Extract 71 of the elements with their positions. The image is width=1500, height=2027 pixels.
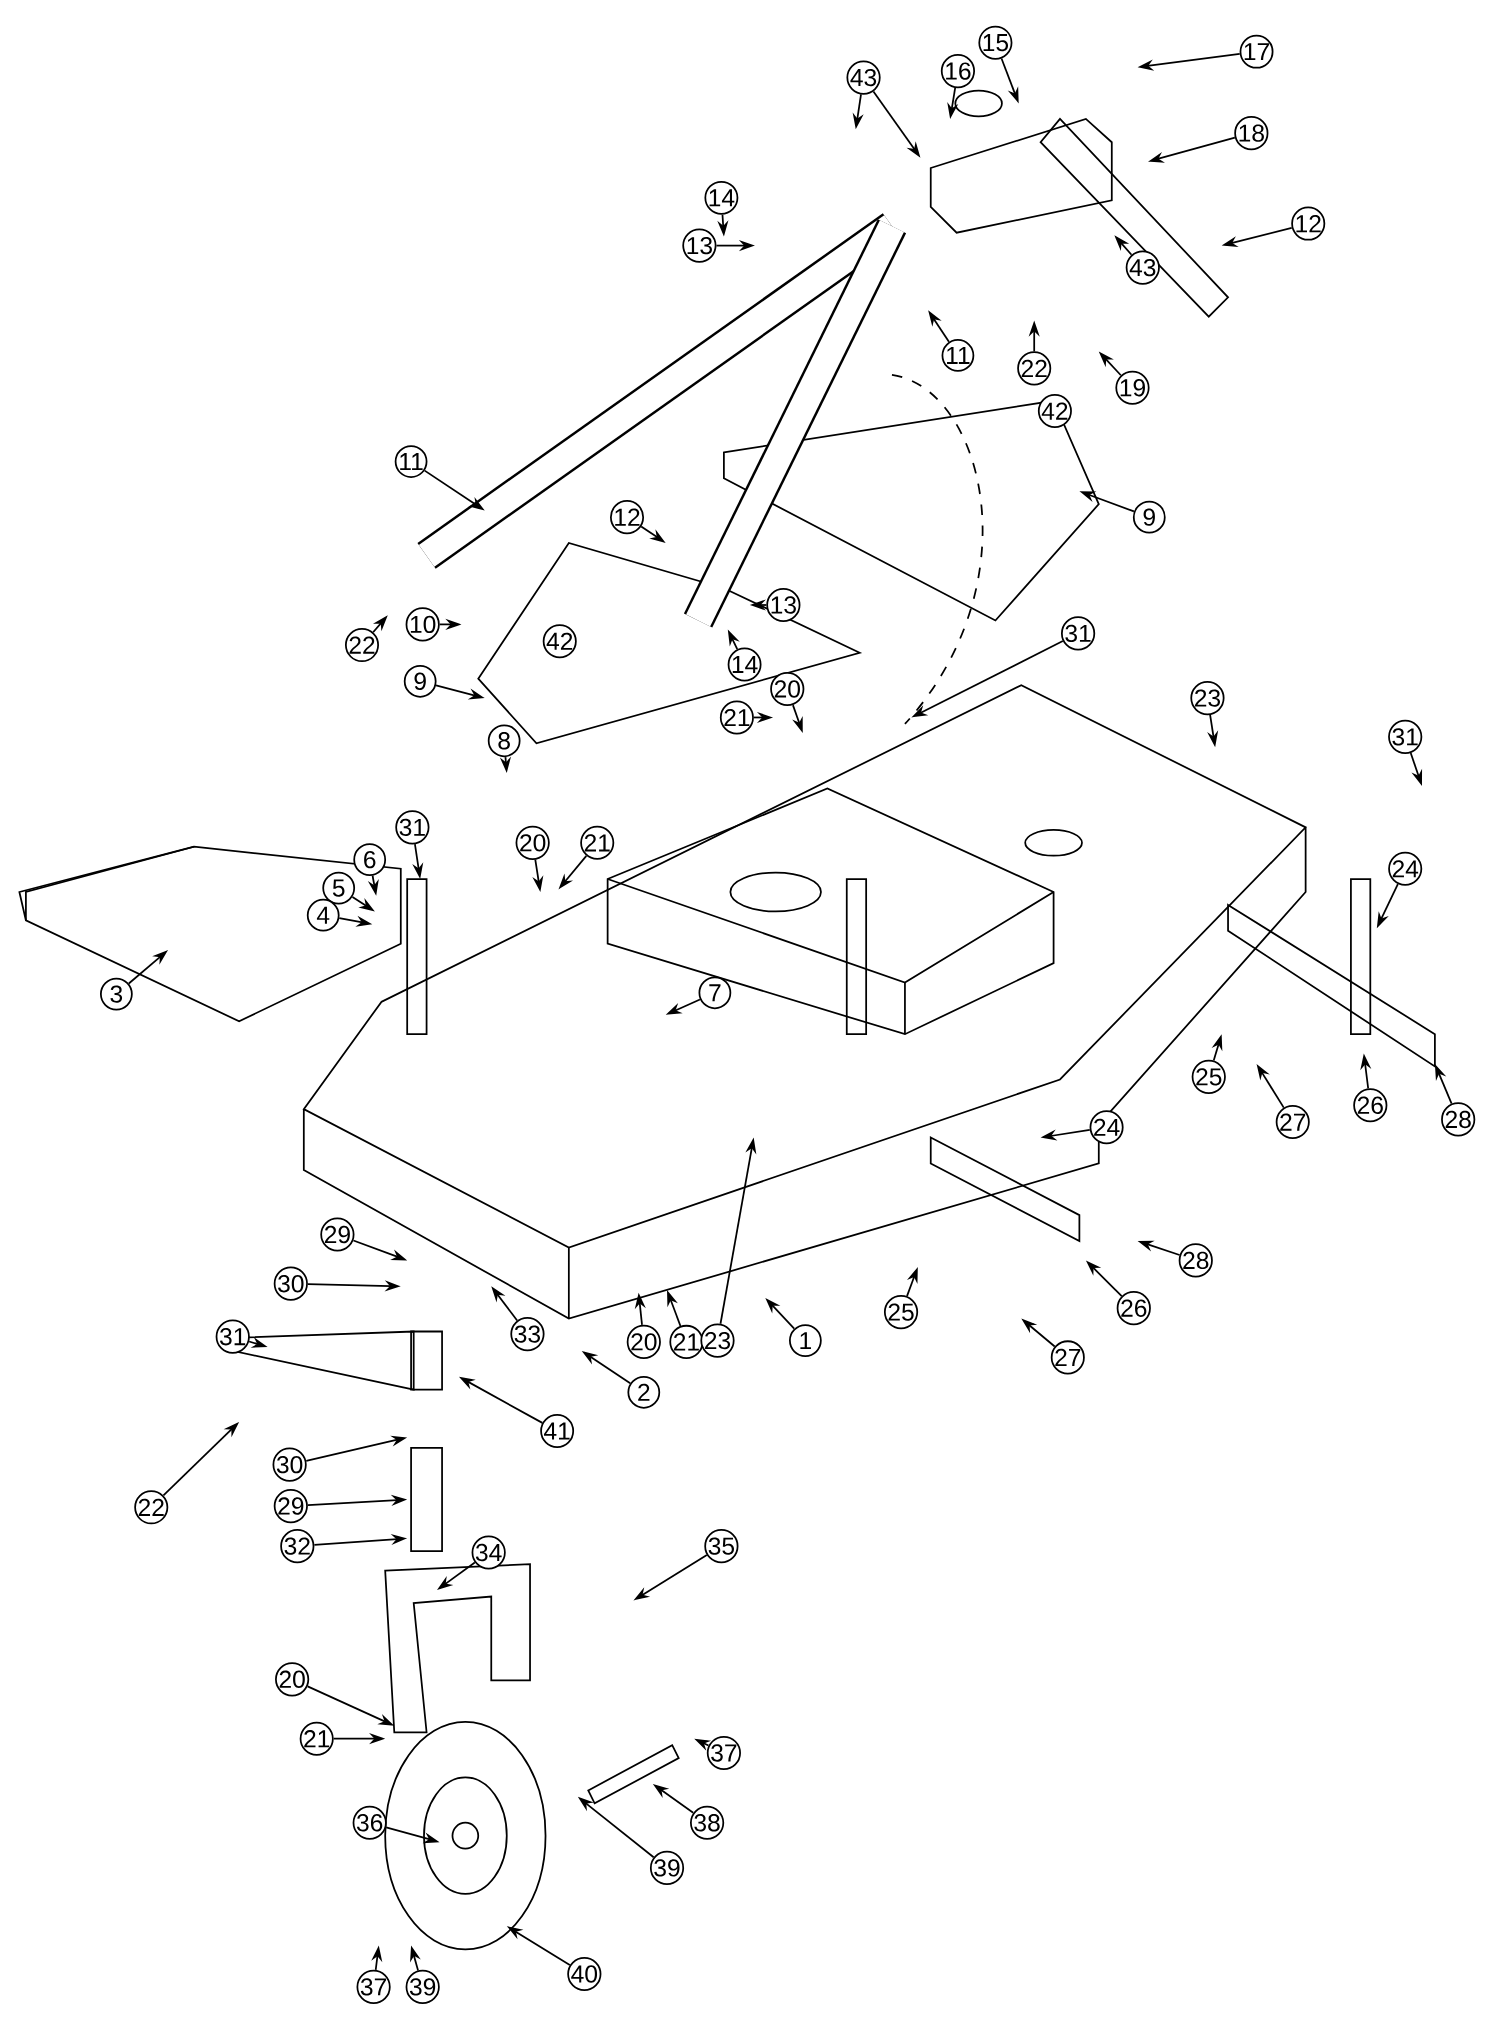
callout-number: 19 <box>1115 370 1150 405</box>
callout-number: 39 <box>405 1969 440 2004</box>
callout-number: 5 <box>322 871 356 905</box>
callout-number: 9 <box>404 664 437 698</box>
callout-number: 7 <box>698 976 732 1010</box>
callout-number: 28 <box>1178 1243 1214 1278</box>
callout-number: 8 <box>488 724 521 758</box>
callout-number: 24 <box>1388 851 1423 886</box>
callout-number: 27 <box>1051 1340 1086 1375</box>
callout-number: 38 <box>690 1805 725 1840</box>
callout-number: 28 <box>1441 1102 1476 1137</box>
callout-number: 21 <box>720 700 755 735</box>
callout-number: 43 <box>846 60 881 95</box>
callout-number: 17 <box>1239 34 1274 69</box>
callout-number: 12 <box>610 500 645 535</box>
callout-number: 21 <box>580 825 615 860</box>
callout-number: 39 <box>650 1850 685 1886</box>
callout-number: 34 <box>471 1535 506 1570</box>
callout-number: 35 <box>704 1529 739 1564</box>
callout-number: 21 <box>669 1324 704 1359</box>
callout-number: 26 <box>1116 1291 1152 1326</box>
callout-number: 15 <box>978 25 1013 60</box>
callout-number: 13 <box>682 228 717 263</box>
callout-number: 36 <box>352 1805 387 1840</box>
callout-number: 25 <box>1191 1059 1227 1094</box>
callout-number: 12 <box>1291 206 1326 241</box>
callout-number: 29 <box>320 1217 355 1252</box>
callout-number: 1 <box>789 1324 822 1357</box>
callout-number: 4 <box>307 898 340 932</box>
callout-number: 2 <box>627 1375 661 1409</box>
callout-number: 20 <box>770 671 805 707</box>
callout-number: 16 <box>941 53 976 89</box>
callout-number: 3 <box>100 977 133 1011</box>
callout-number: 6 <box>353 843 387 876</box>
callout-number: 30 <box>273 1266 309 1301</box>
callout-number: 26 <box>1353 1088 1388 1123</box>
callout-number: 14 <box>727 647 762 682</box>
callout-number: 25 <box>884 1295 919 1330</box>
callout-number: 10 <box>405 607 440 642</box>
callout-number: 11 <box>941 339 975 372</box>
callout-number: 22 <box>345 628 380 663</box>
callout-number: 31 <box>1388 719 1423 754</box>
callout-number: 32 <box>280 1529 315 1564</box>
callout-number: 42 <box>1038 394 1073 429</box>
callout-number: 23 <box>1190 681 1225 716</box>
callout-number: 31 <box>1061 616 1096 651</box>
callout-number: 31 <box>395 810 430 845</box>
callout-number: 23 <box>700 1323 735 1358</box>
callout-number: 27 <box>1275 1105 1310 1140</box>
callout-number: 29 <box>273 1488 309 1524</box>
callout-number: 20 <box>626 1324 662 1359</box>
callout-number: 33 <box>510 1317 545 1352</box>
callout-number: 40 <box>567 1956 602 1992</box>
callout-number: 22 <box>134 1490 169 1525</box>
callout-number: 37 <box>356 1969 391 2004</box>
callout-number: 20 <box>275 1662 310 1697</box>
callout-number: 37 <box>707 1735 742 1771</box>
callout-number: 22 <box>1017 351 1052 386</box>
callout-number: 31 <box>215 1319 251 1354</box>
callout-number: 14 <box>704 180 739 215</box>
callout-number: 41 <box>540 1414 575 1448</box>
callout-number: 13 <box>766 587 801 623</box>
callout-number: 18 <box>1234 116 1269 151</box>
callout-number: 11 <box>394 445 428 478</box>
callout-number: 42 <box>542 624 577 659</box>
callout-number: 20 <box>515 825 550 860</box>
callout-number: 21 <box>299 1721 334 1756</box>
callout-number: 30 <box>272 1447 307 1482</box>
callout-number: 9 <box>1133 500 1166 534</box>
callout-number: 43 <box>1125 250 1161 285</box>
callout-number: 24 <box>1089 1110 1124 1145</box>
